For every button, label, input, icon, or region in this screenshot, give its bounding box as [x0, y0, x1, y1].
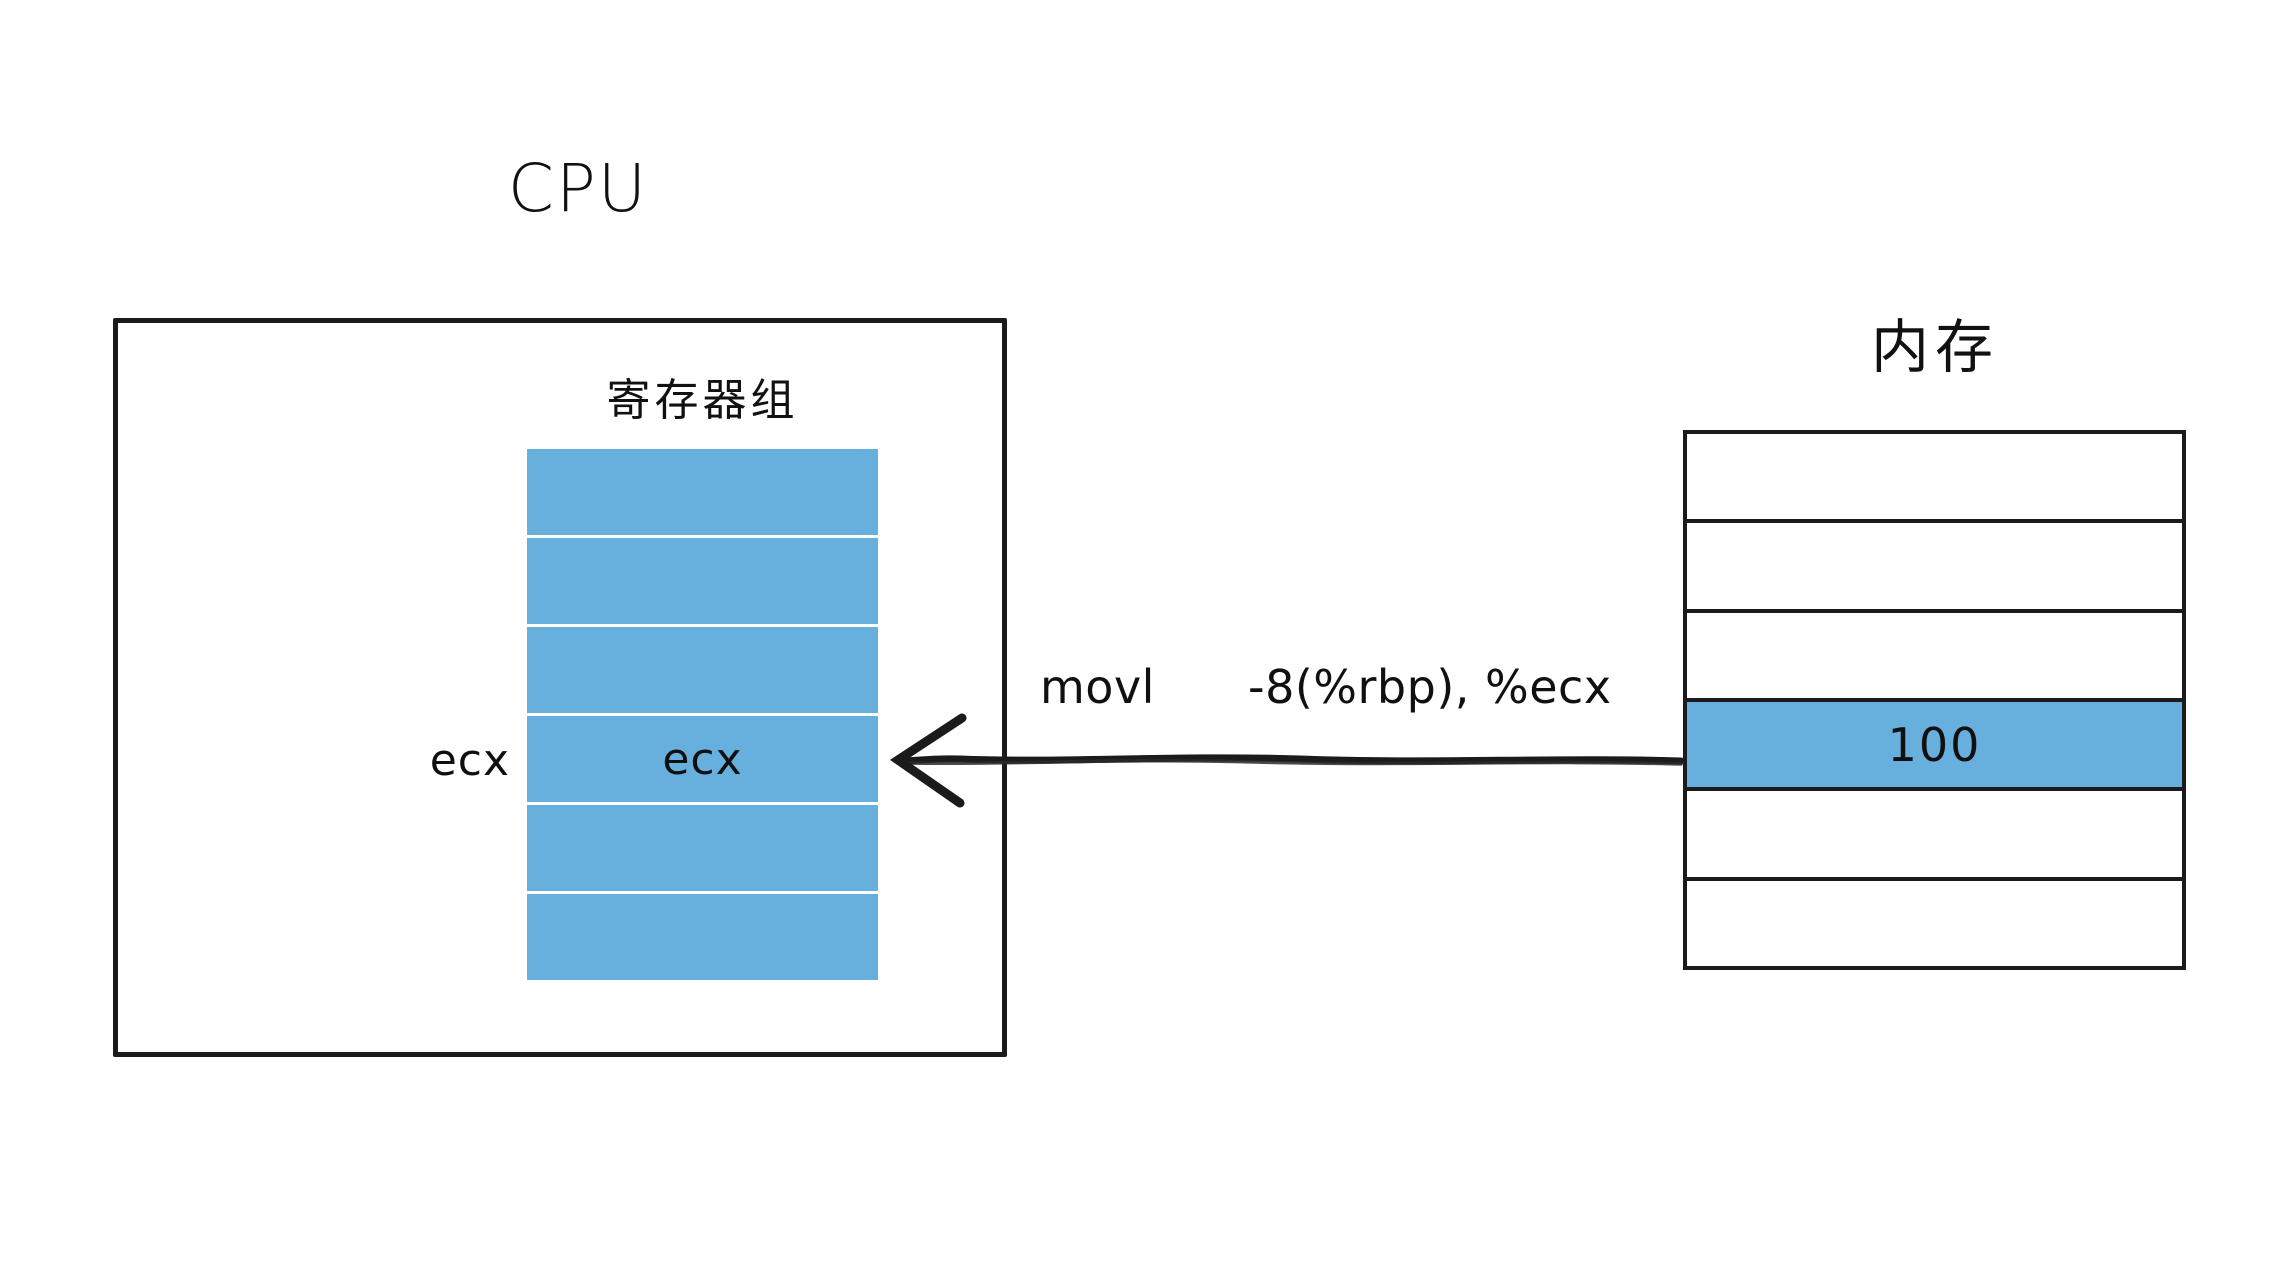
memory-table: 100 — [1683, 430, 2186, 970]
register-file-label: 寄存器组 — [606, 375, 799, 426]
memory-cell — [1687, 880, 2182, 966]
register-slot — [527, 805, 878, 894]
register-slot — [527, 538, 878, 627]
cpu-title: CPU — [507, 150, 649, 227]
instruction-operands: -8(%rbp), %ecx — [1248, 660, 1612, 714]
register-slot — [527, 894, 878, 980]
register-slot — [527, 627, 878, 716]
memory-title: 内存 — [1870, 313, 1999, 381]
instruction-mnemonic: movl — [1040, 660, 1155, 714]
memory-cell — [1687, 523, 2182, 613]
memory-cell — [1687, 791, 2182, 881]
register-slot-ecx: ecx — [527, 716, 878, 805]
register-slot-label: ecx — [662, 733, 743, 785]
register-slot — [527, 449, 878, 538]
register-external-label-ecx: ecx — [429, 735, 510, 786]
memory-cell-highlighted: 100 — [1687, 701, 2182, 792]
memory-cell — [1687, 612, 2182, 702]
cpu-box — [113, 318, 1007, 1057]
memory-cell — [1687, 434, 2182, 524]
memory-cell-value: 100 — [1887, 717, 1982, 772]
register-stack: ecx — [527, 449, 878, 980]
